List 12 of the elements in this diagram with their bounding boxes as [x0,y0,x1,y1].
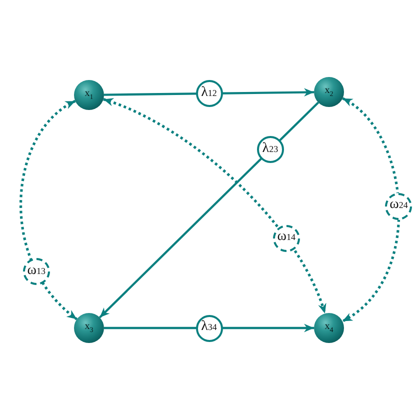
sphere-node [74,313,104,343]
arrow [104,88,314,97]
sphere-node [314,313,344,343]
node-label: x$_{2}$ [324,86,334,98]
sphere-node [74,80,104,110]
dotted-double-arrow [20,100,78,320]
node-label: x$_{3}$ [84,322,94,334]
node-label: x$_{1}$ [84,89,94,101]
arrow [104,324,314,332]
sphere-node [314,77,344,107]
node-label: x$_{4}$ [324,322,334,334]
dotted-double-arrow [342,97,400,322]
